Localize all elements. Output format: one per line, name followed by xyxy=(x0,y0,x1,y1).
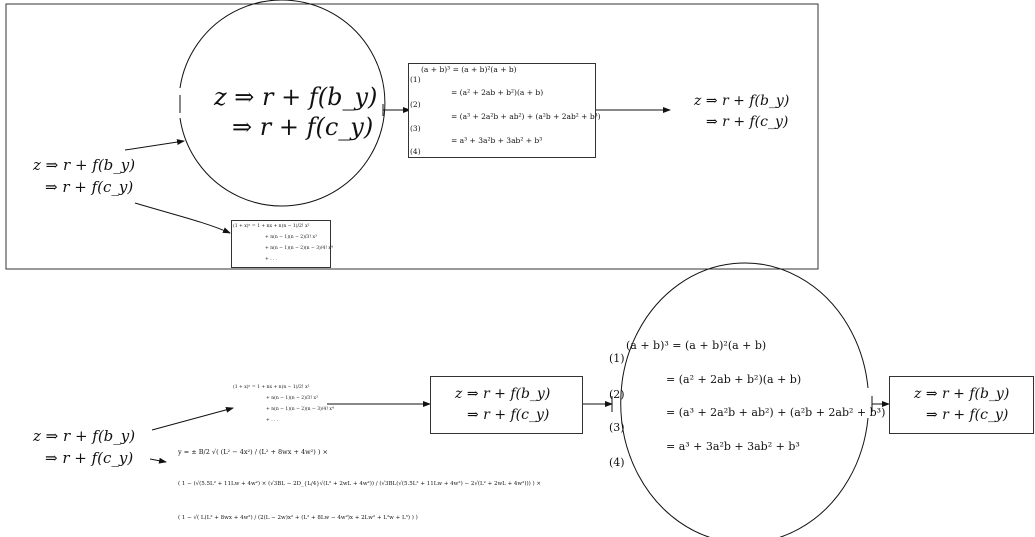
bottom-binomial: (1 + x)ⁿ = 1 + nx + n(n − 1)/2! x² + n(n… xyxy=(233,383,334,427)
bottom-binomial-line3: + n(n − 1)(n − 2)(n − 3)/4! x⁴ xyxy=(266,407,334,412)
top-binomial-box: (1 + x)ⁿ = 1 + nx + n(n − 1)/2! x² + n(n… xyxy=(231,220,333,268)
top-left-expression: z ⇒ r + f(b_y) ⇒ r + f(c_y) xyxy=(33,154,135,198)
top-expansion-label-2: (2) xyxy=(410,100,421,109)
top-expansion-label-4: (4) xyxy=(410,147,421,156)
formula-y-line2: ( 1 − (√(5.5L² + 11Lw + 4w²) × (√3BL − 2… xyxy=(178,481,542,487)
top-expansion-row-1: = (a² + 2ab + b²)(a + b) xyxy=(451,88,544,97)
top-right-expression: z ⇒ r + f(b_y) ⇒ r + f(c_y) xyxy=(694,91,789,133)
top-expansion-label-1: (1) xyxy=(410,75,421,84)
bottom-left-line1: z ⇒ r + f(b_y) xyxy=(33,427,136,445)
bottom-expansion-row-2: = (a³ + 2a²b + ab²) + (a²b + 2ab² + b³) xyxy=(666,406,886,419)
arrow-bottom-left-to-formula xyxy=(149,457,167,464)
top-circle-expression: z ⇒ r + f(b_y) ⇒ r + f(c_y) xyxy=(214,82,377,142)
bottom-formula-y: y = ± B/2 √( (L² − 4x²) / (L² + 8wx + 4w… xyxy=(178,442,541,534)
bottom-binomial-line4: + . . . xyxy=(266,418,279,423)
top-left-line2: ⇒ r + f(c_y) xyxy=(45,178,134,196)
bottom-right-box: z ⇒ r + f(b_y) ⇒ r + f(c_y) xyxy=(889,376,1034,434)
arrow-top-left-to-binomial xyxy=(134,202,231,234)
bottom-middle-line1: z ⇒ r + f(b_y) xyxy=(455,386,551,402)
top-big-circle xyxy=(179,0,386,207)
top-right-line2: ⇒ r + f(c_y) xyxy=(706,114,789,130)
bottom-right-line1: z ⇒ r + f(b_y) xyxy=(914,386,1010,402)
top-circle-line2: ⇒ r + f(c_y) xyxy=(232,113,374,141)
bottom-expansion-label-1: (1) xyxy=(609,352,625,365)
bottom-right-line2: ⇒ r + f(c_y) xyxy=(926,407,1009,423)
top-binomial-line1: (1 + x)ⁿ = 1 + nx + n(n − 1)/2! x² xyxy=(233,224,310,229)
top-expansion-label-3: (3) xyxy=(410,124,421,133)
top-panel-frame xyxy=(5,3,819,270)
top-binomial-line4: + . . . xyxy=(265,257,278,262)
top-expansion-box: (a + b)³ = (a + b)²(a + b) (1) = (a² + 2… xyxy=(408,63,601,158)
bottom-big-circle xyxy=(620,262,869,537)
bottom-binomial-line1: (1 + x)ⁿ = 1 + nx + n(n − 1)/2! x² xyxy=(233,385,310,390)
arrow-bottom-left-to-binomial xyxy=(151,406,234,431)
bottom-left-line2: ⇒ r + f(c_y) xyxy=(45,449,134,467)
bottom-expansion-header: (a + b)³ = (a + b)²(a + b) xyxy=(626,339,767,352)
top-expansion-row-3: = a³ + 3a²b + 3ab² + b³ xyxy=(451,136,543,145)
bottom-middle-line2: ⇒ r + f(c_y) xyxy=(467,407,550,423)
top-expansion-header: (a + b)³ = (a + b)²(a + b) xyxy=(421,65,517,74)
bottom-left-expression: z ⇒ r + f(b_y) ⇒ r + f(c_y) xyxy=(33,425,135,469)
bottom-middle-box: z ⇒ r + f(b_y) ⇒ r + f(c_y) xyxy=(430,376,583,434)
top-left-line1: z ⇒ r + f(b_y) xyxy=(33,156,136,174)
top-binomial-line3: + n(n − 1)(n − 2)(n − 3)/4! x⁴ xyxy=(265,246,333,251)
arrow-top-left-to-circle xyxy=(124,139,185,151)
top-binomial-line2: + n(n − 1)(n − 2)/3! x³ xyxy=(265,235,317,240)
bottom-expansion-label-4: (4) xyxy=(609,456,625,469)
bottom-circle-expansion: (a + b)³ = (a + b)²(a + b) (1) = (a² + 2… xyxy=(608,336,885,471)
top-right-line1: z ⇒ r + f(b_y) xyxy=(694,93,790,109)
top-expansion-row-2: = (a³ + 2a²b + ab²) + (a²b + 2ab² + b³) xyxy=(451,112,601,121)
bottom-expansion-label-3: (3) xyxy=(609,421,625,434)
bottom-expansion-row-1: = (a² + 2ab + b²)(a + b) xyxy=(666,373,802,386)
bottom-expansion-row-3: = a³ + 3a²b + 3ab² + b³ xyxy=(666,440,800,453)
bottom-binomial-line2: + n(n − 1)(n − 2)/3! x³ xyxy=(266,396,318,401)
top-circle-line1: z ⇒ r + f(b_y) xyxy=(214,83,378,111)
bottom-expansion-label-2: (2) xyxy=(609,388,625,401)
formula-y-line3: ( 1 − √( L(L² + 8wx + 4w²) / (2(L − 2w)x… xyxy=(178,515,418,521)
formula-y-line1: y = ± B/2 √( (L² − 4x²) / (L² + 8wx + 4w… xyxy=(178,448,328,456)
